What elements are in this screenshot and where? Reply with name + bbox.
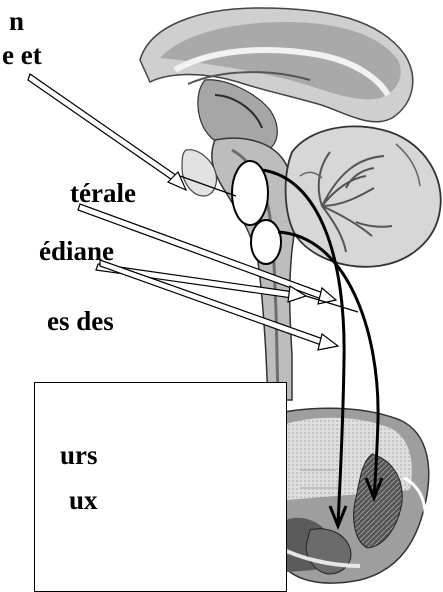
- cerebrum: [140, 8, 413, 122]
- label-5: es des: [47, 308, 114, 335]
- label-1: n: [9, 8, 24, 35]
- spinal-cord-section: [268, 408, 429, 583]
- label-3: térale: [70, 180, 136, 207]
- pointer-arrow-4: [100, 260, 338, 350]
- label-6: urs: [60, 442, 98, 469]
- label-2: e et: [2, 42, 42, 69]
- lower-nucleus: [251, 220, 281, 264]
- label-7: ux: [69, 487, 98, 514]
- cerebellum: [286, 126, 441, 266]
- label-4: édiane: [39, 238, 114, 265]
